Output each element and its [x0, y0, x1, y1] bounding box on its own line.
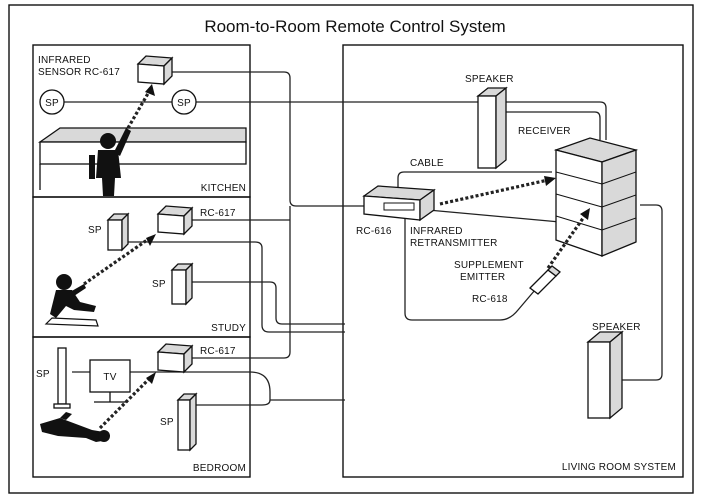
kitchen-sensor-label-1: INFRARED: [38, 55, 91, 66]
receiver-link: [427, 209, 561, 223]
retransmitter-ir-beam: [439, 178, 549, 206]
study-person-icon: [44, 274, 99, 327]
bedroom-speaker-wire-2: [192, 399, 271, 406]
retransmitter-cable: [397, 171, 552, 192]
cable-label: CABLE: [410, 158, 444, 169]
bedroom-group: RC-617 SP TV SP: [36, 343, 246, 474]
kitchen-counter-icon: [37, 127, 247, 190]
bedroom-ir-beam: [98, 376, 152, 430]
bedroom-sensor-cable: [192, 206, 291, 359]
kitchen-speaker-wire: [64, 101, 607, 140]
bedroom-speaker-left-icon: [53, 347, 71, 409]
emitter-label-1: SUPPLEMENT: [454, 260, 524, 271]
speaker-bottom-wire: [622, 204, 663, 381]
bedroom-beam-arrow: [146, 372, 156, 384]
emitter-label-2: EMITTER: [460, 272, 505, 283]
study-group: RC-617 SP SP STUDY: [44, 205, 246, 334]
emitter-icon: [529, 265, 561, 295]
emitter-model: RC-618: [472, 294, 508, 305]
study-room-name: STUDY: [211, 323, 246, 334]
bedroom-speaker-left-label: SP: [36, 369, 50, 380]
study-speaker-top-label: SP: [88, 225, 102, 236]
retransmitter-model: RC-616: [356, 226, 392, 237]
receiver-label: RECEIVER: [518, 126, 571, 137]
kitchen-group: INFRARED SENSOR RC-617 SP SP KITCHEN: [37, 55, 247, 196]
retransmitter-label-1: INFRARED: [410, 226, 463, 237]
kitchen-beam-arrow: [145, 84, 155, 96]
kitchen-speaker-left-label: SP: [45, 98, 59, 109]
bedroom-speaker-right-label: SP: [160, 417, 174, 428]
kitchen-speaker-right-icon: [171, 89, 197, 115]
retransmitter-icon: [362, 185, 436, 222]
tv-label: TV: [103, 372, 116, 383]
tv-icon: [89, 359, 131, 403]
study-sensor-icon: [156, 205, 194, 236]
emitter-beam-arrow: [580, 208, 590, 220]
bedroom-speaker-right-icon: [176, 392, 198, 452]
study-speaker-bottom-label: SP: [152, 279, 166, 290]
bedroom-person-icon: [40, 412, 110, 442]
diagram-title: Room-to-Room Remote Control System: [204, 17, 505, 36]
emitter-wire: [404, 218, 536, 321]
kitchen-speaker-right-label: SP: [177, 98, 191, 109]
outer-frame: [8, 4, 694, 494]
bedroom-sensor-icon: [156, 343, 194, 374]
kitchen-person-icon: [89, 128, 131, 196]
kitchen-room-name: KITCHEN: [201, 183, 246, 194]
kitchen-ir-beam: [126, 89, 152, 129]
bedroom-room-name: BEDROOM: [193, 463, 246, 474]
study-beam-arrow: [146, 234, 156, 246]
living-room-group: SPEAKER RECEIVER CABLE RC-: [356, 74, 676, 473]
study-speaker-bottom-icon: [170, 262, 194, 306]
retransmitter-label-2: RETRANSMITTER: [410, 238, 498, 249]
living-room-name: LIVING ROOM SYSTEM: [562, 462, 676, 473]
living-room: [342, 44, 684, 478]
kitchen-sensor-cable: [172, 71, 372, 207]
study-speaker-wire-2: [192, 281, 345, 325]
retransmitter-beam-arrow: [544, 176, 556, 186]
bedroom-room: [32, 336, 251, 478]
kitchen-sensor-label-2: SENSOR RC-617: [38, 67, 120, 78]
study-speaker-wire-1: [128, 241, 345, 333]
bedroom-sensor-label: RC-617: [200, 346, 236, 357]
speaker-bottom-icon: [586, 330, 624, 420]
study-sensor-label: RC-617: [200, 208, 236, 219]
speaker-bottom-label: SPEAKER: [592, 322, 641, 333]
study-speaker-top-icon: [106, 212, 130, 252]
emitter-ir-beam: [546, 213, 588, 269]
kitchen-sensor-icon: [136, 55, 174, 86]
speaker-top-icon: [476, 86, 508, 170]
wiring: [64, 71, 663, 406]
kitchen-speaker-left-icon: [39, 89, 65, 115]
speaker-top-wire: [505, 111, 601, 140]
speaker-top-label: SPEAKER: [465, 74, 514, 85]
bedroom-speaker-wire-1: [72, 371, 345, 401]
receiver-icon: [553, 137, 639, 257]
